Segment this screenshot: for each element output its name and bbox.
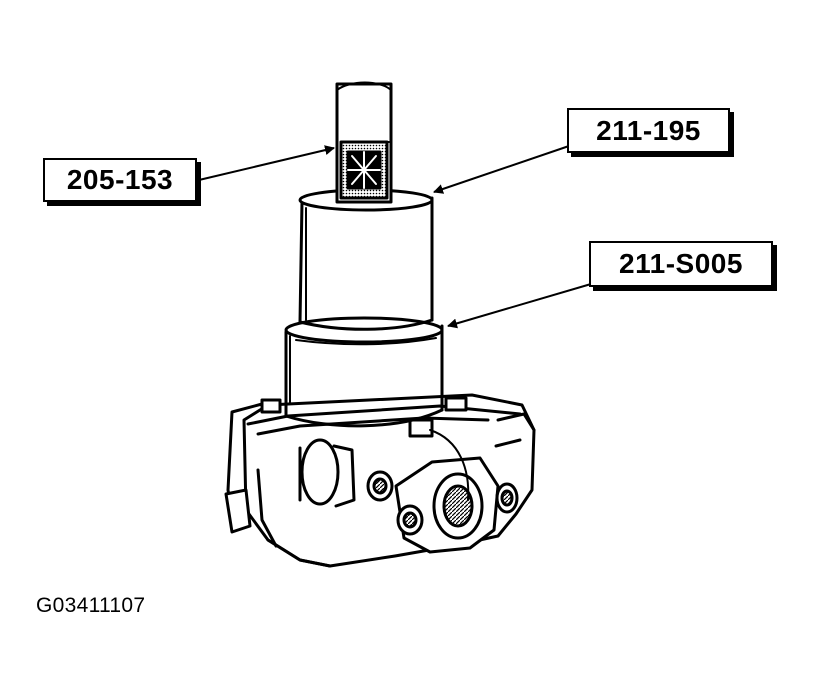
leader-205-153 [198, 145, 335, 181]
wrench-205-153 [335, 81, 393, 204]
leader-211-s005 [447, 283, 592, 329]
cylinder-211-195 [298, 188, 434, 331]
callout-205-153: 205-153 [43, 158, 197, 202]
figure-id: G03411107 [36, 594, 146, 617]
callout-211-s005: 211-S005 [589, 241, 773, 287]
callout-211-195: 211-195 [567, 108, 730, 153]
leader-211-195 [433, 145, 570, 194]
valve-body [224, 393, 536, 568]
